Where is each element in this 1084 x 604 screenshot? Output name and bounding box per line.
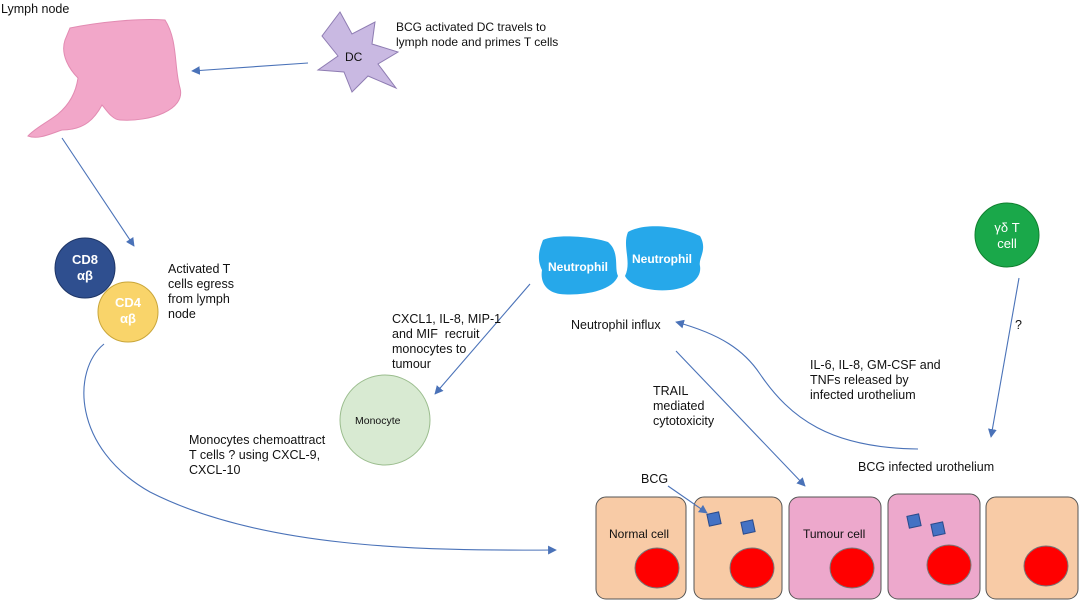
neutrophil-label-1: Neutrophil	[548, 260, 608, 274]
trail-text: TRAIL mediated cytotoxicity	[653, 384, 715, 428]
bcg-bacterium	[706, 511, 722, 527]
monocyte-shape	[339, 374, 431, 466]
arrow-dc-to-lymph-node	[191, 62, 309, 75]
cxcl1-text: CXCL1, IL-8, MIP-1 and MIF recruit monoc…	[392, 312, 502, 371]
tumour-cell-1	[788, 496, 882, 600]
cd4-cell-shape	[97, 281, 159, 343]
dc-description: BCG activated DC travels to lymph node a…	[396, 20, 559, 49]
neutrophil-shape-2	[625, 226, 704, 291]
infected-tumour-cell	[887, 493, 981, 600]
arrow-gd-t-cell-to-urothelium	[988, 277, 1020, 438]
dc-label: DC	[345, 50, 363, 64]
neutrophil-influx-label: Neutrophil influx	[571, 318, 661, 332]
normal-cell-1	[595, 496, 687, 600]
t-cell-egress-text: Activated T cells egress from lymph node	[168, 262, 234, 321]
arrow-trail-cytotoxicity	[675, 350, 806, 487]
nucleus-5	[1023, 545, 1069, 587]
cd8-label: CD8 αβ	[71, 252, 98, 283]
normal-cell-2	[985, 496, 1079, 600]
urothelium-row	[595, 493, 1079, 600]
normal-cell-label: Normal cell	[609, 527, 670, 541]
bcg-bacterium	[740, 519, 756, 535]
lymph-node-shape	[27, 18, 182, 138]
monocyte-description: Monocytes chemoattract T cells ? using C…	[189, 433, 326, 477]
cd4-label: CD4 αβ	[114, 295, 141, 326]
nucleus-4	[926, 544, 972, 586]
neutrophil-label-2: Neutrophil	[632, 252, 692, 266]
bcg-bacterium	[930, 521, 946, 537]
tumour-cell-label: Tumour cell	[803, 527, 866, 541]
arrow-urothelium-to-neutrophil-influx	[675, 319, 919, 450]
neutrophil-shape-1	[538, 236, 618, 295]
dendritic-cell-shape	[316, 11, 400, 93]
arrow-lymph-node-to-t-cells	[61, 137, 135, 247]
nucleus-3	[829, 547, 875, 589]
bcg-bacterium	[906, 513, 922, 529]
bcg-label: BCG	[641, 472, 669, 486]
nucleus-1	[634, 547, 680, 589]
cytokines-text: IL-6, IL-8, GM-CSF and TNFs released by …	[810, 358, 941, 402]
cd8-cell-shape	[54, 237, 116, 299]
arrow-t-cells-to-urothelium	[83, 343, 557, 555]
gd-t-cell-label: γδ T cell	[994, 220, 1020, 251]
monocyte-label: Monocyte	[355, 415, 401, 427]
arrow-bcg-pointer	[667, 485, 708, 514]
lymph-node-label: Lymph node	[1, 2, 70, 16]
arrow-neutrophil-to-monocyte	[434, 283, 531, 395]
bcg-infected-urothelium-label: BCG infected urothelium	[858, 460, 995, 474]
nucleus-2	[729, 547, 775, 589]
question-mark: ?	[1015, 318, 1022, 332]
gd-t-cell-shape	[974, 202, 1040, 268]
